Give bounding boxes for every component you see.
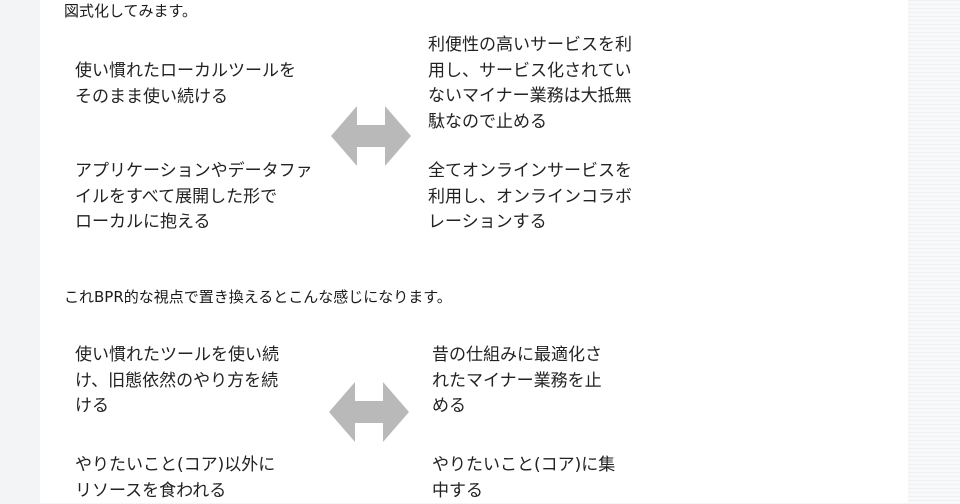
diagram2-right-item-2: やりたいこと(コア)に集 中する (432, 455, 616, 501)
article-body (40, 0, 908, 503)
double-arrow-icon (331, 106, 411, 166)
diagram2-right-item-1: 昔の仕組みに最適化さ れたマイナー業務を止 める (432, 345, 602, 416)
transition-text: これBPR的な視点で置き換えるとこんな感じになります。 (64, 288, 452, 306)
diagram1-right-item-2: 全てオンラインサービスを 利用し、オンラインコラボ レーションする (428, 161, 632, 232)
diagram1-left-item-2: アプリケーションやデータファ イルをすべて展開した形で ローカルに抱える (75, 161, 313, 232)
intro-text: 図式化してみます。 (64, 2, 198, 20)
diagram2-left-item-2: やりたいこと(コア)以外に リソースを食われる (75, 455, 276, 501)
diagram2-left-item-1: 使い慣れたツールを使い続 け、旧態依然のやり方を続 ける (75, 345, 279, 416)
right-scroll-area (908, 0, 960, 503)
diagram1-right-item-1: 利便性の高いサービスを利 用し、サービス化されてい ないマイナー業務は大抵無 駄… (428, 35, 632, 132)
double-arrow-icon (329, 382, 409, 442)
left-gutter (0, 0, 40, 503)
diagram1-left-item-1: 使い慣れたローカルツールを そのまま使い続ける (75, 61, 296, 107)
